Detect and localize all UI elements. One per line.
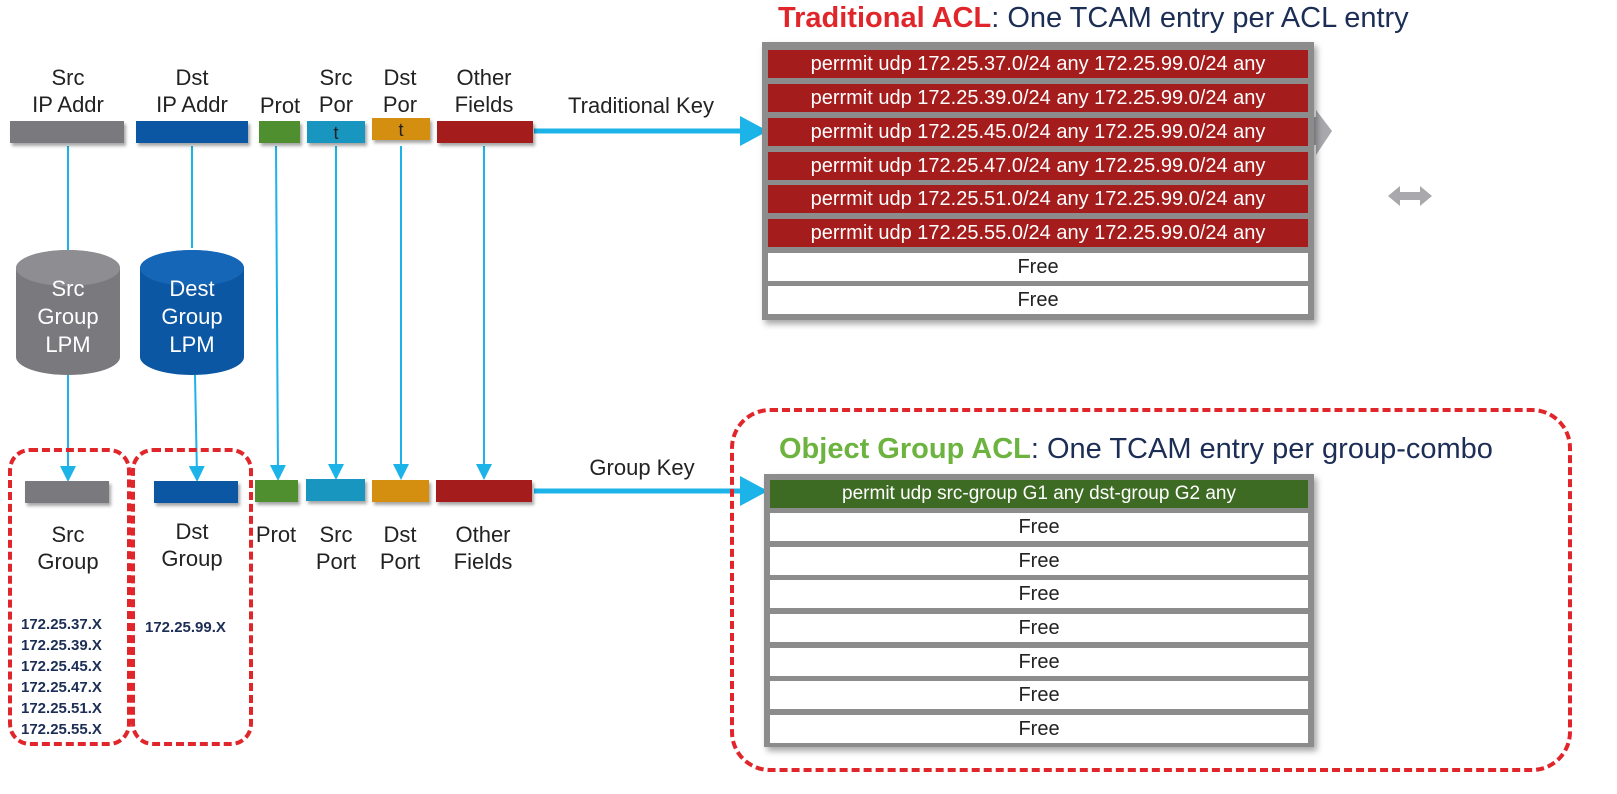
bottom-dst-port-bar (372, 480, 429, 502)
bottom-other-fields-bar (436, 480, 532, 502)
object-group-acl-row: permit udp src-group G1 any dst-group G2… (770, 480, 1308, 508)
src-ip-item: 172.25.37.X (21, 616, 102, 633)
dst-ip-label: Dst IP Addr (156, 65, 228, 117)
src-ip-list: 172.25.37.X 172.25.39.X 172.25.45.X 172.… (21, 614, 121, 740)
src-group-lpm: Src Group LPM (16, 250, 120, 375)
group-key-arrowhead (740, 476, 768, 506)
prot-bar (259, 121, 300, 143)
dst-group-dashed-box (131, 448, 253, 746)
traditional-acl-row: perrmit udp 172.25.55.0/24 any 172.25.99… (768, 219, 1308, 247)
traditional-tcam-table: perrmit udp 172.25.37.0/24 any 172.25.99… (762, 42, 1314, 320)
object-group-acl-title: Object Group ACL: One TCAM entry per gro… (779, 432, 1493, 466)
object-group-free-row: Free (770, 648, 1308, 676)
prot-line (269, 145, 286, 481)
traditional-free-row: Free (768, 286, 1308, 314)
dst-port-bar: t (372, 118, 430, 140)
src-lpm-line-2: Group (37, 303, 99, 329)
src-port-bar-text: t (333, 123, 339, 143)
src-group-dashed-box (8, 448, 131, 746)
dst-port-label: Dst Por (382, 65, 418, 117)
dst-group-label: Dst Group (161, 519, 223, 571)
src-ip-item: 172.25.45.X (21, 658, 102, 675)
dst-lpm-to-group-line (188, 374, 205, 482)
src-ip-item: 172.25.51.X (21, 700, 102, 717)
object-group-free-row: Free (770, 547, 1308, 575)
dst-group-lpm: Dest Group LPM (140, 250, 244, 375)
traditional-key-arrowhead (740, 116, 768, 146)
traditional-acl-row: perrmit udp 172.25.51.0/24 any 172.25.99… (768, 185, 1308, 213)
src-ip-item: 172.25.39.X (21, 637, 102, 654)
traditional-acl-title-bold: Traditional ACL (778, 2, 992, 34)
src-group-label: Src Group (37, 522, 99, 574)
gray-side-arrow (1310, 110, 1332, 155)
bottom-src-port-label: Src Port (315, 522, 357, 574)
dst-ip-list: 172.25.99.X (145, 617, 245, 638)
object-group-free-row: Free (770, 513, 1308, 541)
src-lpm-top (16, 250, 120, 286)
gray-double-arrow-icon (1388, 186, 1432, 206)
object-group-acl-title-bold: Object Group ACL (779, 433, 1031, 465)
src-lpm-line-3: LPM (45, 331, 91, 357)
traditional-acl-title: Traditional ACL: One TCAM entry per ACL … (778, 1, 1409, 35)
src-port-label: Src Por (318, 65, 354, 117)
traditional-acl-row: perrmit udp 172.25.39.0/24 any 172.25.99… (768, 84, 1308, 112)
dst-group-bar (154, 481, 238, 503)
src-lpm-line-1: Src (51, 275, 85, 301)
dst-lpm-line-1: Dest (169, 275, 215, 301)
traditional-acl-row: perrmit udp 172.25.37.0/24 any 172.25.99… (768, 50, 1308, 78)
bottom-prot-label: Prot (255, 522, 297, 547)
traditional-acl-title-rest: : One TCAM entry per ACL entry (991, 2, 1409, 34)
src-ip-item: 172.25.55.X (21, 721, 102, 738)
object-group-dashed-box (730, 408, 1572, 772)
object-group-acl-title-rest: : One TCAM entry per group-combo (1030, 433, 1493, 465)
dst-port-bar-text: t (398, 120, 404, 140)
src-ip-label: Src IP Addr (32, 65, 104, 117)
dst-lpm-line-3: LPM (169, 331, 215, 357)
other-fields-label: Other Fields (454, 65, 514, 117)
object-group-free-row: Free (770, 715, 1308, 743)
other-fields-bar (437, 121, 533, 143)
group-key-label: Group Key (589, 455, 695, 480)
dst-ip-bar (136, 121, 248, 143)
traditional-acl-row: perrmit udp 172.25.45.0/24 any 172.25.99… (768, 118, 1308, 146)
object-group-free-row: Free (770, 681, 1308, 709)
bottom-dst-port-label: Dst Port (379, 522, 421, 574)
src-group-bar (25, 481, 109, 503)
dst-ip-item: 172.25.99.X (145, 619, 226, 636)
dst-lpm-top (140, 250, 244, 286)
src-ip-bar (10, 121, 124, 143)
src-ip-item: 172.25.47.X (21, 679, 102, 696)
prot-label: Prot (259, 93, 301, 118)
traditional-free-row: Free (768, 253, 1308, 281)
traditional-acl-row: perrmit udp 172.25.47.0/24 any 172.25.99… (768, 152, 1308, 180)
dst-lpm-line-2: Group (161, 303, 223, 329)
traditional-key-label: Traditional Key (568, 93, 714, 118)
object-group-tcam-table: permit udp src-group G1 any dst-group G2… (764, 474, 1314, 747)
bottom-src-port-bar (306, 479, 365, 501)
bottom-prot-bar (255, 480, 298, 502)
object-group-free-row: Free (770, 580, 1308, 608)
src-port-bar: t (307, 121, 365, 143)
bottom-other-fields-label: Other Fields (453, 522, 513, 574)
object-group-free-row: Free (770, 614, 1308, 642)
